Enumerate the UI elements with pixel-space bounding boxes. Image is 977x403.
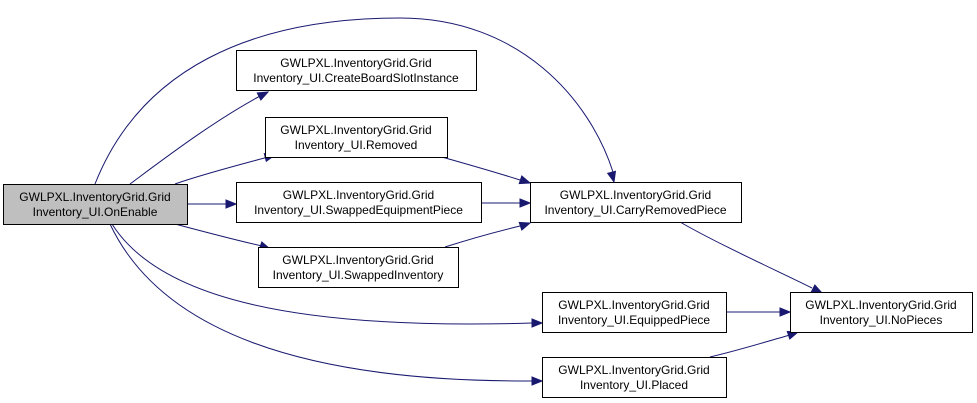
arrow-head-icon [519,198,532,208]
node-placed[interactable]: GWLPXL.InventoryGrid.GridInventory_UI.Pl… [542,357,727,398]
edge-removed-to-carryremoved [441,156,532,185]
arrow-head-icon [518,175,532,185]
node-box[interactable] [258,247,459,288]
node-label-line1: GWLPXL.InventoryGrid.Grid [560,188,711,202]
arrow-head-icon [531,376,544,386]
node-label-line1: GWLPXL.InventoryGrid.Grid [558,298,709,312]
node-box[interactable] [542,292,727,333]
node-label-line1: GWLPXL.InventoryGrid.Grid [558,363,709,377]
node-label-line2: Inventory_UI.SwappedEquipmentPiece [254,203,463,217]
edge-line [109,223,533,382]
edge-line [444,225,521,248]
edge-placed-to-nopieces [709,330,800,358]
node-equipped[interactable]: GWLPXL.InventoryGrid.GridInventory_UI.Eq… [542,292,727,333]
node-label-line2: Inventory_UI.SwappedInventory [273,268,444,282]
arrow-head-icon [779,307,792,317]
edge-equipped-to-nopieces [726,307,792,317]
edge-swappedinv-to-carryremoved [444,221,532,248]
node-label-line2: Inventory_UI.EquippedPiece [558,313,710,327]
edge-carryremoved-to-nopieces [679,221,824,294]
node-label-line1: GWLPXL.InventoryGrid.Grid [19,190,170,204]
edges-layer [94,17,824,386]
node-label-line1: GWLPXL.InventoryGrid.Grid [282,253,433,267]
edge-line [709,334,791,358]
node-label-line2: Inventory_UI.Removed [295,138,418,152]
node-label-line2: Inventory_UI.CreateBoardSlotInstance [253,71,459,85]
edge-onenable-to-removed [174,152,277,185]
node-label-line1: GWLPXL.InventoryGrid.Grid [805,298,956,312]
edge-line [174,156,269,185]
node-box[interactable] [530,182,742,223]
arrow-head-icon [256,91,270,101]
arrow-head-icon [606,170,617,184]
arrow-head-icon [518,221,532,231]
edge-line [679,221,813,289]
node-box[interactable] [236,50,477,91]
node-label-line2: Inventory_UI.OnEnable [33,205,158,219]
edge-onenable-to-swappedequip [187,199,238,209]
node-label-line1: GWLPXL.InventoryGrid.Grid [283,188,434,202]
arrow-head-icon [225,199,238,209]
node-onenable[interactable]: GWLPXL.InventoryGrid.GridInventory_UI.On… [3,184,188,225]
edge-onenable-to-carryremoved [94,17,617,185]
node-label-line2: Inventory_UI.NoPieces [820,313,943,327]
node-nopieces[interactable]: GWLPXL.InventoryGrid.GridInventory_UI.No… [790,292,973,333]
node-swappedequip[interactable]: GWLPXL.InventoryGrid.GridInventory_UI.Sw… [236,182,482,223]
node-box[interactable] [3,184,188,225]
arrow-head-icon [810,284,824,294]
node-removed[interactable]: GWLPXL.InventoryGrid.GridInventory_UI.Re… [265,117,448,158]
edge-line [111,223,533,325]
node-box[interactable] [542,357,727,398]
edge-onenable-to-placed [109,223,544,386]
edge-line [94,17,614,185]
node-label-line2: Inventory_UI.CarryRemovedPiece [544,203,726,217]
edge-onenable-to-equipped [111,223,544,328]
edge-line [174,223,263,247]
node-carryremoved[interactable]: GWLPXL.InventoryGrid.GridInventory_UI.Ca… [530,182,742,223]
edge-line [129,94,263,185]
edge-onenable-to-createboardslot [129,91,270,185]
node-createboardslot[interactable]: GWLPXL.InventoryGrid.GridInventory_UI.Cr… [236,50,477,91]
edge-line [441,156,521,181]
nodes-layer: GWLPXL.InventoryGrid.GridInventory_UI.On… [3,50,973,398]
arrow-head-icon [531,318,544,328]
node-label-line2: Inventory_UI.Placed [580,378,688,392]
edge-swappedequip-to-carryremoved [481,198,532,208]
node-box[interactable] [236,182,482,223]
node-swappedinv[interactable]: GWLPXL.InventoryGrid.GridInventory_UI.Sw… [258,247,459,288]
edge-onenable-to-swappedinv [174,223,272,251]
node-label-line1: GWLPXL.InventoryGrid.Grid [280,123,431,137]
node-label-line1: GWLPXL.InventoryGrid.Grid [280,56,431,70]
node-box[interactable] [265,117,448,158]
node-box[interactable] [790,292,973,333]
